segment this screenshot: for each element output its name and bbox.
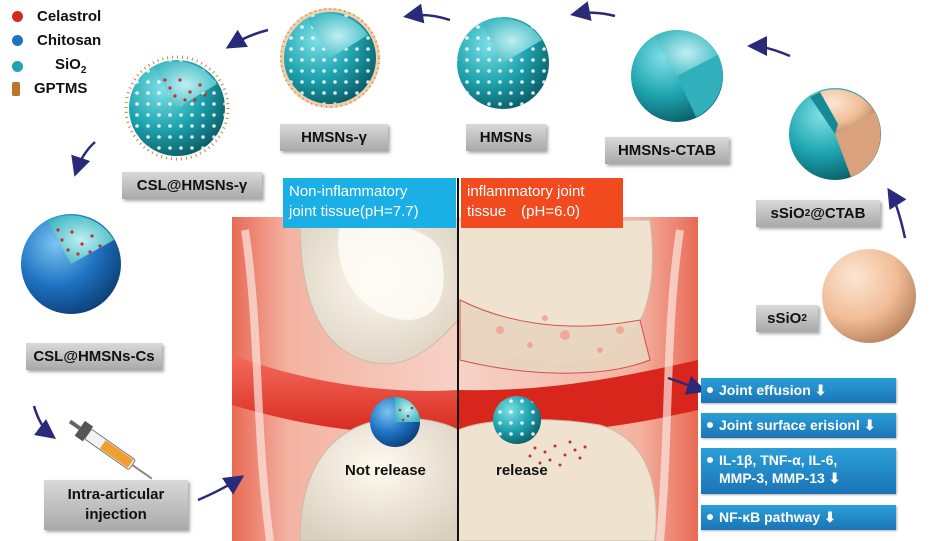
label-CSL-HMSNs-Cs: CSL@HMSNs-Cs — [26, 343, 162, 370]
sSiO2-sphere — [822, 249, 916, 343]
sio2-swatch — [12, 60, 23, 72]
legend-label: SiO2 — [55, 56, 87, 76]
legend-celastrol: Celastrol — [12, 8, 101, 25]
injection-line2: injection — [85, 506, 147, 523]
legend-label: Chitosan — [37, 32, 102, 49]
released-celastrol-dots — [528, 440, 587, 467]
down-arrow-icon: ⬇ — [824, 509, 836, 525]
label-intra-articular-injection: Intra-articular injection — [44, 480, 188, 530]
HMSNs-gamma-sphere — [280, 8, 380, 108]
legend-sio2: SiO2 — [12, 56, 86, 76]
down-arrow-icon: ⬇ — [863, 417, 876, 433]
knee-joint-illustration — [232, 178, 698, 541]
injection-line1: Intra-articular — [67, 486, 165, 503]
inflammatory-line2: tissue (pH=6.0) — [467, 203, 580, 220]
down-arrow-icon: ⬇ — [828, 470, 841, 486]
inflammatory-line1: inflammatory joint — [467, 183, 585, 200]
CSL-HMSNs-Cs-sphere — [21, 214, 121, 314]
effect-joint-effusion: Joint effusion⬇ — [701, 378, 896, 403]
effect-nfkb-pathway: NF-κB pathway⬇ — [701, 505, 896, 530]
chitosan-swatch — [12, 35, 23, 46]
legend-label: GPTMS — [34, 80, 88, 97]
effect-cytokines: IL-1β, TNF-α, IL-6, MMP-3, MMP-13⬇ — [701, 448, 896, 494]
release-label: release — [496, 462, 548, 479]
process-arrows — [32, 1, 907, 502]
gptms-swatch — [12, 81, 20, 96]
non-inflammatory-line2: joint tissue(pH=7.7) — [289, 203, 419, 220]
syringe-icon — [68, 419, 153, 480]
non-inflammatory-line1: Non-inflammatory — [289, 183, 408, 200]
sSiO2-CTAB-sphere — [789, 88, 881, 180]
down-arrow-icon: ⬇ — [814, 382, 827, 398]
legend-label: Celastrol — [37, 8, 102, 25]
label-HMSNs-CTAB: HMSNs-CTAB — [605, 137, 729, 164]
nanoparticle-release — [493, 396, 541, 444]
label-CSL-HMSNs-gamma: CSL@HMSNs-γ — [122, 172, 262, 199]
HMSNs-sphere — [457, 17, 549, 109]
label-HMSNs-gamma: HMSNs-γ — [280, 124, 388, 151]
celastrol-swatch — [12, 11, 23, 22]
legend-gptms: GPTMS — [12, 80, 87, 97]
cytokines-line2: MMP-3, MMP-13⬇ — [719, 470, 841, 486]
non-inflammatory-tissue-label: Non-inflammatory joint tissue(pH=7.7) — [283, 178, 456, 228]
CSL-HMSNs-gamma-sphere — [124, 55, 230, 161]
HMSNs-CTAB-sphere — [631, 30, 723, 122]
cytokines-line1: IL-1β, TNF-α, IL-6, — [719, 452, 838, 468]
nanoparticle-not-release — [370, 397, 420, 447]
inflammatory-tissue-label: inflammatory joint tissue (pH=6.0) — [461, 178, 623, 228]
legend-chitosan: Chitosan — [12, 32, 101, 49]
effect-joint-surface-erosion: Joint surface erisionl⬇ — [701, 413, 896, 438]
not-release-label: Not release — [345, 462, 426, 479]
label-HMSNs: HMSNs — [466, 124, 546, 151]
